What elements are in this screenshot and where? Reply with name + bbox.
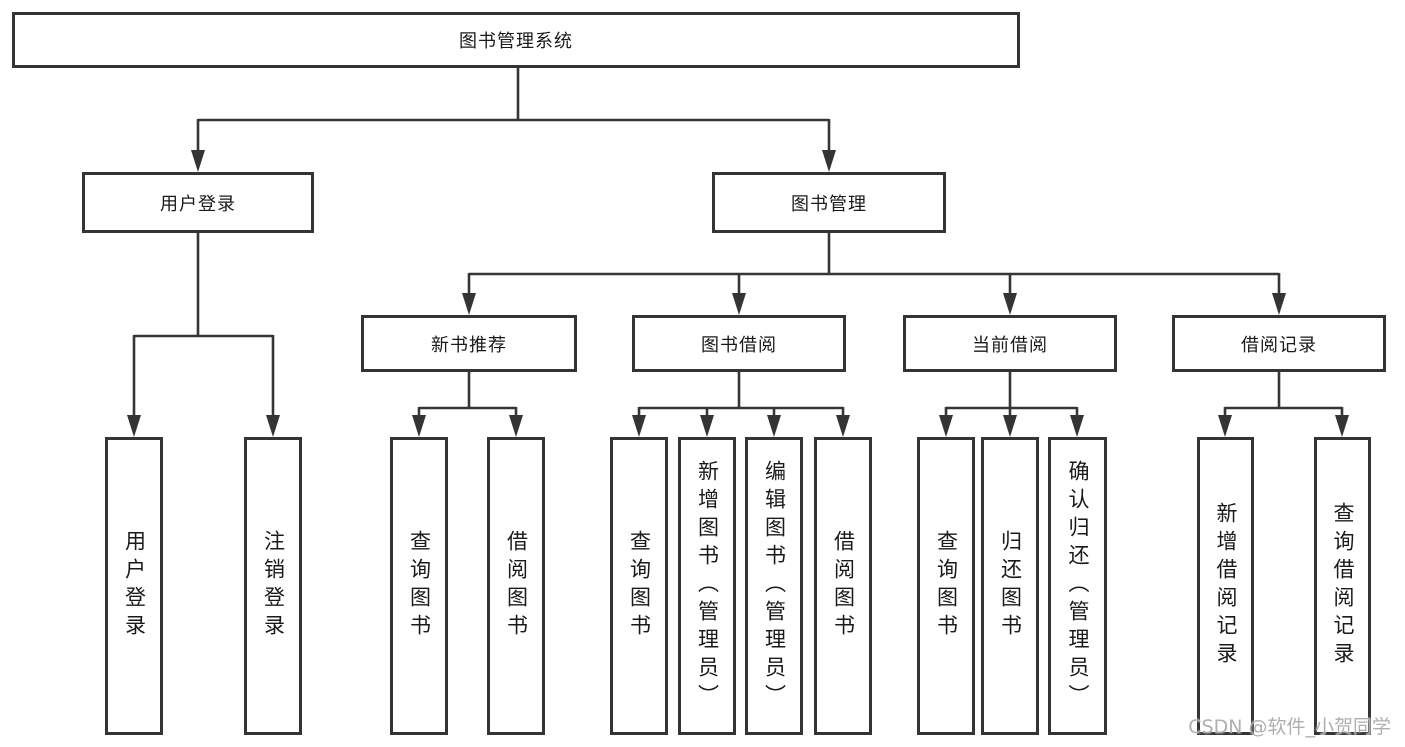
leaf-logout: 注销登录 [244,437,302,735]
leaf-borrow-books: 借阅图书 [814,437,872,735]
leaf-query-borrow-record: 查询借阅记录 [1314,437,1371,735]
node-label: 查询图书 [934,530,959,642]
node-label: 借阅图书 [831,530,856,642]
node-new-book-recommend: 新书推荐 [361,315,577,372]
leaf-query-books-current: 查询图书 [917,437,975,735]
leaf-query-books-borrow: 查询图书 [610,437,668,735]
node-label: 编辑图书（管理员） [762,460,787,712]
leaf-add-borrow-record: 新增借阅记录 [1197,437,1254,735]
node-label: 确认归还（管理员） [1066,460,1090,712]
leaf-user-login: 用户登录 [105,437,163,735]
leaf-borrow-books-recommend: 借阅图书 [487,437,545,735]
node-label: 新书推荐 [431,334,507,356]
node-library-management-system: 图书管理系统 [12,12,1020,68]
node-user-login: 用户登录 [82,172,314,233]
node-label: 查询借阅记录 [1331,502,1355,670]
node-label: 用户登录 [122,530,147,642]
node-book-management: 图书管理 [712,172,946,233]
node-label: 归还图书 [998,530,1023,642]
node-label: 借阅记录 [1241,334,1317,356]
leaf-edit-book-admin: 编辑图书（管理员） [745,437,803,735]
leaf-query-books-recommend: 查询图书 [390,437,448,735]
node-label: 图书借阅 [701,334,777,356]
node-label: 新增图书（管理员） [695,460,720,712]
node-borrow-records: 借阅记录 [1172,315,1386,372]
node-label: 注销登录 [261,530,286,642]
node-label: 用户登录 [160,193,236,215]
node-label: 图书管理系统 [459,31,573,52]
leaf-confirm-return-admin: 确认归还（管理员） [1048,437,1107,735]
leaf-return-book: 归还图书 [981,437,1039,735]
csdn-watermark: CSDN @软件_小贺同学 [1188,716,1391,738]
leaf-add-book-admin: 新增图书（管理员） [678,437,736,735]
node-label: 当前借阅 [972,334,1048,356]
node-label: 借阅图书 [504,530,529,642]
node-current-borrow: 当前借阅 [903,315,1117,372]
node-label: 查询图书 [627,530,652,642]
node-book-borrow: 图书借阅 [632,315,846,372]
node-label: 图书管理 [791,193,867,215]
node-label: 新增借阅记录 [1214,502,1238,670]
node-label: 查询图书 [407,530,432,642]
